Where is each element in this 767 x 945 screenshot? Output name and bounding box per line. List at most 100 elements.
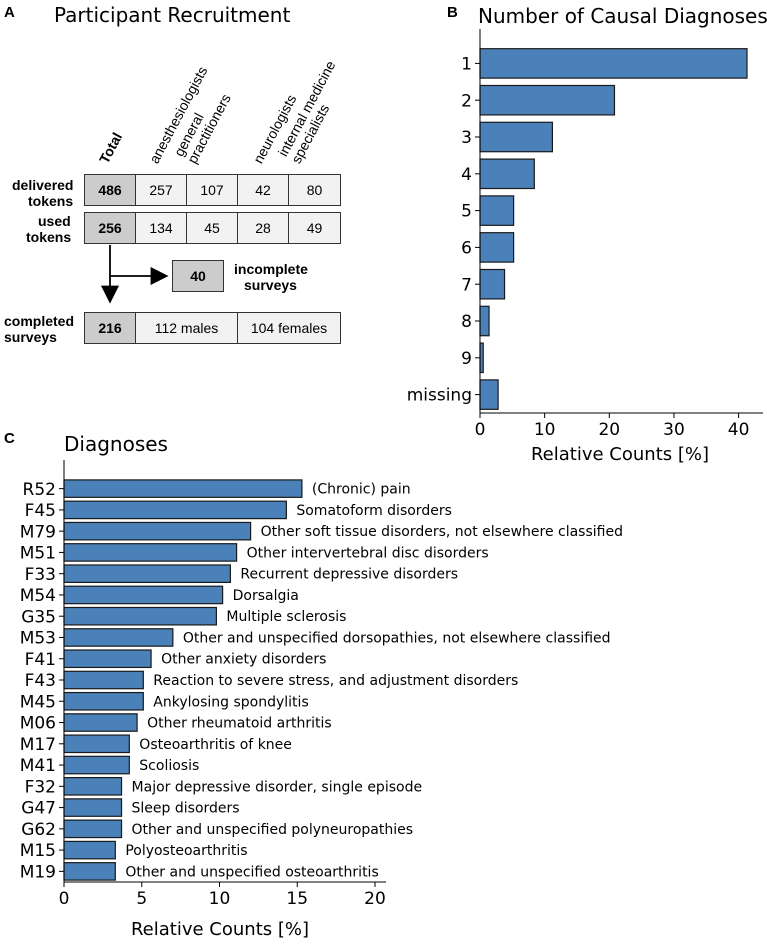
row-label-completed-line2: surveys [4,329,57,345]
incomplete-label-line1: incomplete [234,261,308,277]
y-label-6: 6 [461,239,472,259]
row-label-completed-line1: completed [4,313,75,329]
delivered-anesthesiologists: 257 [135,174,187,206]
y-label-F32: F32 [25,777,56,797]
y-label-F43: F43 [25,671,56,691]
bar-G35 [63,606,217,626]
annotation-G47: Sleep disorders [132,801,240,817]
panel-a-letter: A [4,4,15,21]
chart-title: Diagnoses [64,432,168,456]
bar-M06 [63,713,138,732]
used-neurologists: 28 [237,212,289,244]
row-label-delivered-tokens: delivered tokens [12,177,73,209]
y-label-4: 4 [461,165,472,185]
annotation-M53: Other and unspecified dorsopathies, not … [183,630,611,646]
x-tick-label-40: 40 [728,420,750,440]
x-axis-label: Relative Counts [%] [531,444,709,465]
annotation-M15: Polyosteoarthritis [125,843,247,859]
bar-F43 [63,670,144,690]
completed-females: 104 females [237,312,341,344]
panel-b-letter: B [447,4,458,21]
bar-M53 [63,628,174,647]
y-label-M54: M54 [20,586,56,606]
y-label-G47: G47 [21,799,56,819]
bar-5 [479,195,515,226]
y-label-1: 1 [461,55,472,75]
incomplete-total: 40 [172,260,224,292]
annotation-G35: Multiple sclerosis [226,609,346,625]
y-label-M53: M53 [20,629,56,649]
bar-F33 [63,564,231,584]
bar-M17 [63,734,130,754]
y-label-M79: M79 [20,522,56,542]
row-label-completed-surveys: completed surveys [4,313,74,345]
annotation-M19: Other and unspecified osteoarthritis [125,864,378,880]
annotation-F41: Other anxiety disorders [161,652,326,668]
row-label-used-line2: tokens [26,229,72,245]
x-axis-label: Relative Counts [%] [131,919,309,940]
bar-F32 [63,776,123,796]
y-label-M41: M41 [20,756,56,776]
x-tick-label-20: 20 [364,889,386,909]
annotation-F32: Major depressive disorder, single episod… [132,779,423,795]
y-label-2: 2 [461,91,472,111]
x-tick-label-0: 0 [475,420,486,440]
y-label-F41: F41 [25,650,56,670]
bar-4 [479,158,535,190]
x-tick-label-30: 30 [663,420,685,440]
bar-M54 [63,585,224,605]
y-label-M45: M45 [20,692,56,712]
y-label-M06: M06 [20,714,56,734]
y-label-5: 5 [461,202,472,222]
y-label-7: 7 [461,275,472,295]
used-total: 256 [84,212,136,244]
annotation-F45: Somatoform disorders [296,503,452,519]
x-tick-label-0: 0 [59,889,70,909]
bar-G47 [63,798,123,817]
completed-males: 112 males [135,312,238,344]
delivered-general-practitioners: 107 [186,174,238,206]
bar-M19 [63,862,116,881]
y-label-G62: G62 [21,820,56,840]
y-label-8: 8 [461,312,472,332]
chart-title: Number of Causal Diagnoses [478,4,767,28]
y-label-3: 3 [461,128,472,148]
bar-F41 [63,649,152,669]
bar-1 [479,48,748,79]
annotation-R52: (Chronic) pain [312,482,411,498]
row-label-used-line1: used [38,213,71,229]
bar-2 [479,84,616,116]
y-label-R52: R52 [23,480,56,500]
used-general-practitioners: 45 [186,212,238,244]
annotation-M51: Other intervertebral disc disorders [247,545,489,561]
annotation-F43: Reaction to severe stress, and adjustmen… [153,673,518,689]
delivered-internal-medicine: 80 [288,174,341,206]
annotation-M41: Scoliosis [139,758,199,774]
x-tick-label-5: 5 [136,889,147,909]
bar-3 [479,121,554,153]
row-label-used-tokens: used tokens [26,213,71,245]
y-label-9: 9 [461,349,472,369]
incomplete-label-line2: surveys [244,277,297,293]
panel-c-letter: C [4,430,15,447]
used-internal-medicine: 49 [288,212,341,244]
row-label-delivered-line2: tokens [28,193,74,209]
annotation-M45: Ankylosing spondylitis [153,694,308,710]
y-label-M15: M15 [20,841,56,861]
y-label-missing: missing [407,386,472,406]
y-label-M17: M17 [20,735,56,755]
annotation-M06: Other rheumatoid arthritis [147,716,332,732]
x-tick-label-15: 15 [286,889,308,909]
annotation-M17: Osteoarthritis of knee [139,737,292,753]
annotation-M79: Other soft tissue disorders, not elsewhe… [261,524,623,540]
x-tick-label-20: 20 [598,420,620,440]
bar-F45 [63,500,287,520]
bar-M51 [63,543,238,562]
annotation-G62: Other and unspecified polyneuropathies [132,822,414,838]
y-label-F45: F45 [25,501,56,521]
y-label-G35: G35 [21,607,56,627]
row-label-delivered-line1: delivered [12,177,74,193]
bar-R52 [63,479,303,498]
